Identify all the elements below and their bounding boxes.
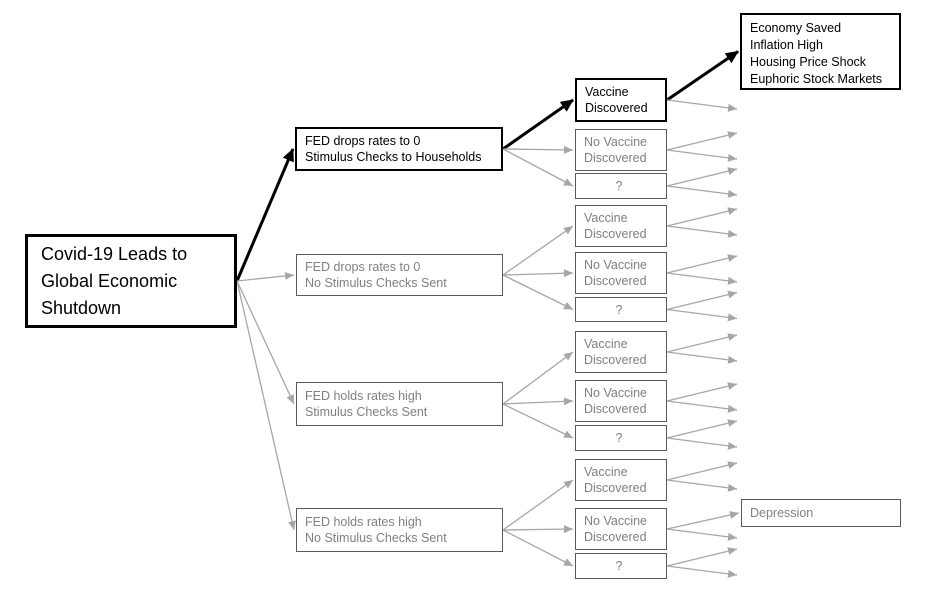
tree-arrow [666,461,738,481]
tree-arrow-bold [666,50,739,102]
tree-arrow [502,525,574,534]
node-fed-holds-rates-stimulus: FED holds rates high Stimulus Checks Sen… [296,382,503,426]
node-fed-drops-rates-no-stimulus: FED drops rates to 0 No Stimulus Checks … [296,254,503,296]
tree-arrow-bold [502,98,574,151]
node-no-vaccine-discovered-3: No Vaccine Discovered [575,380,667,422]
node-outcome-depression: Depression [741,499,901,527]
tree-arrow [666,272,738,285]
tree-arrow-bold [235,148,295,282]
tree-arrow [666,479,738,492]
tree-arrow [666,131,738,151]
node-unknown-outcome-3: ? [575,425,667,451]
node-vaccine-discovered-3: Vaccine Discovered [575,331,667,373]
tree-arrow [666,290,738,311]
tree-arrow [666,511,740,530]
node-covid-shutdown: Covid-19 Leads to Global Economic Shutdo… [25,234,237,328]
tree-arrow [502,529,574,567]
node-unknown-outcome-1: ? [575,173,667,199]
tree-arrow [236,271,295,282]
tree-arrow [236,280,296,531]
tree-arrow [666,400,738,413]
tree-arrow [666,351,738,364]
tree-arrow [666,254,738,274]
node-unknown-outcome-2: ? [575,297,667,322]
tree-arrow [502,479,574,531]
tree-arrow [666,419,738,439]
tree-arrow [666,185,738,198]
tree-arrow [666,308,738,322]
node-no-vaccine-discovered-4: No Vaccine Discovered [575,508,667,550]
tree-arrow [666,167,738,187]
node-vaccine-discovered-2: Vaccine Discovered [575,205,667,247]
tree-arrow [666,437,738,450]
tree-arrow [666,207,738,227]
tree-arrow [236,280,295,405]
tree-arrow [502,397,574,406]
tree-arrow [666,333,738,353]
tree-arrow [666,565,738,578]
tree-arrow [502,148,574,187]
node-no-vaccine-discovered-1: No Vaccine Discovered [575,129,667,171]
tree-arrow [502,403,574,439]
node-vaccine-discovered-4: Vaccine Discovered [575,459,667,501]
node-unknown-outcome-4: ? [575,553,667,579]
node-no-vaccine-discovered-2: No Vaccine Discovered [575,252,667,294]
tree-arrow [502,145,574,154]
tree-arrow [666,547,738,567]
node-vaccine-discovered-1: Vaccine Discovered [575,78,667,122]
tree-arrow [666,382,738,402]
node-fed-holds-rates-no-stimulus: FED holds rates high No Stimulus Checks … [296,508,503,552]
tree-arrow [502,274,574,311]
node-outcome-economy-saved: Economy Saved Inflation High Housing Pri… [740,13,901,90]
node-fed-drops-rates-stimulus: FED drops rates to 0 Stimulus Checks to … [295,127,503,171]
tree-arrow [666,225,738,238]
tree-arrow [666,149,738,162]
tree-arrow [502,225,574,276]
tree-arrow [666,528,738,541]
tree-arrow [502,269,574,278]
tree-arrow [666,99,738,112]
tree-arrow [502,351,574,405]
